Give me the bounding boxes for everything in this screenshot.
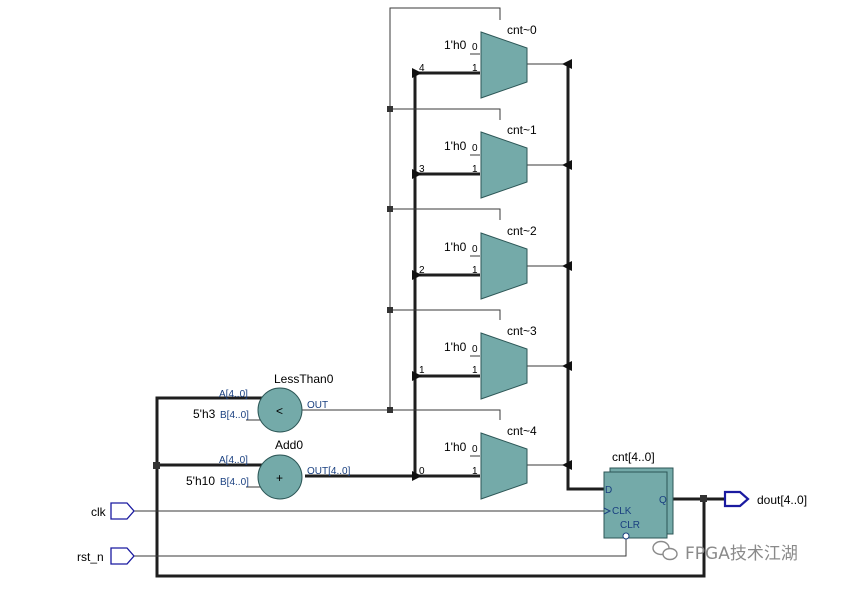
mux-pin0: 0 [472, 42, 478, 53]
output-port-icon [723, 490, 750, 508]
watermark-text: FPGA技术江湖 [685, 544, 798, 564]
mux-cnt1[interactable]: cnt~1 1'h0 0 1 3 [419, 123, 537, 199]
dout-port-label: dout[4..0] [757, 493, 807, 507]
mux-pin0: 0 [472, 444, 478, 455]
mux-pin0: 0 [472, 244, 478, 255]
mux-pin1: 1 [472, 365, 478, 376]
comparator-in-a: A[4..0] [219, 389, 248, 400]
mux-cnt2[interactable]: cnt~2 1'h0 0 1 2 [419, 224, 537, 300]
mux-const: 1'h0 [444, 139, 467, 153]
input-port-icon [110, 547, 135, 565]
input-port-icon [110, 502, 135, 520]
mux-pin0: 0 [472, 143, 478, 154]
mux-cnt4[interactable]: cnt~4 1'h0 0 1 0 [419, 424, 537, 500]
bus-wires [155, 64, 725, 578]
adder-in-b: B[4..0] [220, 477, 249, 488]
register-clr-pin: CLR [620, 520, 640, 531]
port-rst-n[interactable]: rst_n [77, 547, 135, 565]
mux-const: 1'h0 [444, 440, 467, 454]
register-label: cnt[4..0] [612, 450, 655, 464]
junctions [153, 106, 707, 502]
mux-sel-bit: 3 [419, 164, 425, 175]
mux-label: cnt~2 [507, 224, 537, 238]
comparator-label: LessThan0 [274, 372, 334, 386]
mux-label: cnt~3 [507, 324, 537, 338]
adder-const: 5'h10 [186, 474, 215, 488]
mux-sel-bit: 2 [419, 265, 425, 276]
adder[interactable]: Add0 A[4..0] B[4..0] 5'h10 OUT[4..0] + [186, 438, 351, 500]
adder-out: OUT[4..0] [307, 466, 351, 477]
clr-bubble-icon [622, 532, 630, 540]
mux-const: 1'h0 [444, 38, 467, 52]
plus-symbol: + [276, 471, 283, 485]
mux-sel-bit: 4 [419, 63, 425, 74]
mux-pin1: 1 [472, 466, 478, 477]
register-clk-pin: CLK [612, 506, 632, 517]
mux-label: cnt~0 [507, 23, 537, 37]
port-dout[interactable]: dout[4..0] [723, 490, 807, 508]
cnt-register[interactable]: cnt[4..0] D CLK Q CLR [603, 450, 674, 540]
mux-cnt0[interactable]: cnt~0 1'h0 0 1 4 [419, 23, 537, 99]
wechat-icon [652, 540, 678, 561]
register-q-pin: Q [659, 495, 667, 506]
watermark: FPGA技术江湖 [652, 540, 798, 564]
adder-in-a: A[4..0] [219, 455, 248, 466]
comparator-const: 5'h3 [193, 407, 216, 421]
comparator-in-b: B[4..0] [220, 410, 249, 421]
mux-const: 1'h0 [444, 340, 467, 354]
mux-cnt3[interactable]: cnt~3 1'h0 0 1 1 [419, 324, 537, 400]
adder-label: Add0 [275, 438, 303, 452]
port-clk[interactable]: clk [91, 502, 135, 520]
mux-const: 1'h0 [444, 240, 467, 254]
mux-sel-bit: 0 [419, 466, 425, 477]
mux-pin1: 1 [472, 265, 478, 276]
comparator-out: OUT [307, 400, 328, 411]
lessthan-comparator[interactable]: LessThan0 A[4..0] B[4..0] 5'h3 OUT < [193, 372, 334, 433]
rst-port-label: rst_n [77, 550, 104, 564]
mux-pin1: 1 [472, 63, 478, 74]
arrowheads [412, 59, 572, 481]
clk-port-label: clk [91, 505, 107, 519]
clock-edge-icon [603, 507, 612, 515]
register-d-pin: D [605, 485, 612, 496]
mux-sel-bit: 1 [419, 365, 425, 376]
mux-pin1: 1 [472, 164, 478, 175]
mux-pin0: 0 [472, 344, 478, 355]
mux-label: cnt~1 [507, 123, 537, 137]
less-than-symbol: < [276, 404, 283, 418]
mux-label: cnt~4 [507, 424, 537, 438]
control-wires [134, 7, 627, 557]
